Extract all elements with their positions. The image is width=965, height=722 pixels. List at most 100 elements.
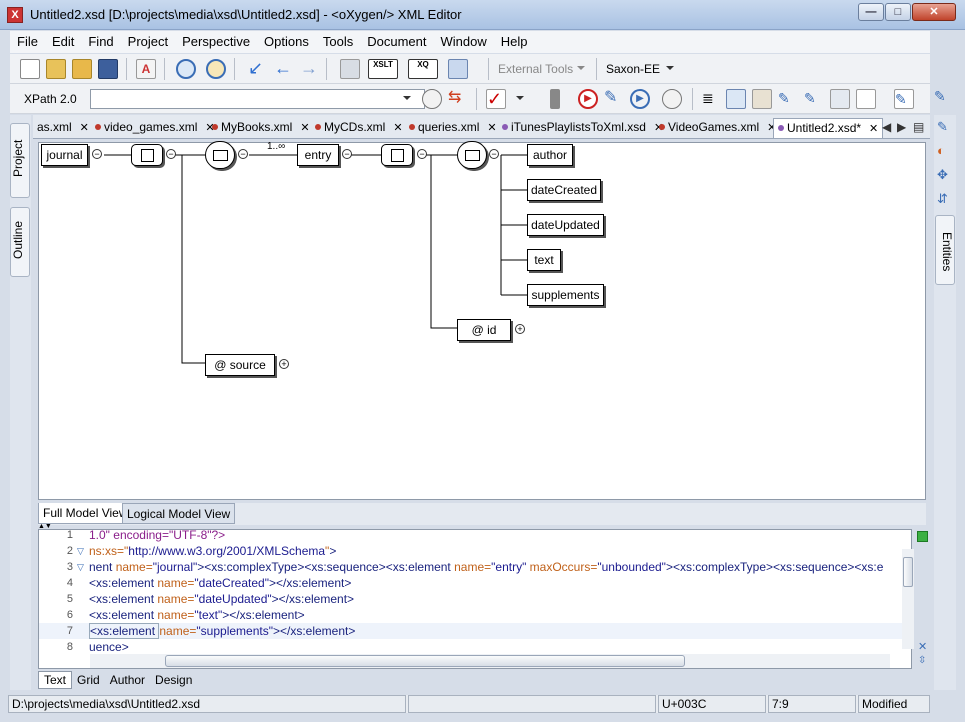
collapse-icon[interactable]: − — [238, 149, 248, 159]
tool-b-icon[interactable]: ✎ — [804, 90, 816, 106]
minimize-button[interactable]: — — [858, 3, 884, 21]
find-in-files-icon[interactable] — [206, 59, 226, 79]
splitter-handle-icon[interactable]: ▲▼ — [38, 523, 52, 530]
tab-design-mode[interactable]: Design — [155, 673, 193, 687]
editor-vertical-scrollbar[interactable] — [902, 549, 914, 649]
menu-find[interactable]: Find — [88, 34, 114, 49]
element-dateupdated[interactable]: dateUpdated — [527, 214, 604, 236]
new-file-icon[interactable] — [20, 59, 40, 79]
fold-icon[interactable]: ▽ — [77, 546, 84, 556]
collapse-icon[interactable]: − — [417, 149, 427, 159]
editor-horizontal-scrollbar[interactable] — [90, 654, 890, 668]
close-search-icon[interactable]: ✕ — [918, 641, 928, 653]
element-supplements[interactable]: supplements — [527, 284, 604, 306]
tab-file[interactable]: queries.xml✕ — [405, 118, 501, 138]
find-icon[interactable] — [176, 59, 196, 79]
fold-icon[interactable]: ▽ — [77, 562, 84, 572]
spellcheck-icon[interactable]: A — [136, 59, 156, 79]
element-entry[interactable]: entry — [297, 144, 339, 166]
sequence-compositor-icon[interactable] — [457, 141, 487, 169]
attribute-id[interactable]: @ id — [457, 319, 511, 341]
table-icon[interactable] — [340, 59, 360, 79]
close-tab-icon[interactable]: ✕ — [300, 122, 310, 134]
tool-d-icon[interactable] — [856, 89, 876, 109]
sequence-compositor-icon[interactable] — [205, 141, 235, 169]
tab-logical-model-view[interactable]: Logical Model View — [122, 503, 236, 524]
complex-type-icon[interactable] — [131, 144, 163, 166]
hscroll-thumb[interactable] — [165, 655, 685, 667]
format-icon[interactable] — [726, 89, 746, 109]
element-journal[interactable]: journal — [41, 144, 88, 166]
tab-author-mode[interactable]: Author — [109, 673, 146, 687]
tab-file[interactable]: iTunesPlaylistsToXml.xsd✕ — [498, 118, 667, 138]
open-folder-icon[interactable] — [46, 59, 66, 79]
xpath-settings-icon[interactable] — [422, 89, 442, 109]
close-tab-icon[interactable]: ✕ — [869, 123, 879, 135]
right-tool-2-icon[interactable]: ◐ — [937, 143, 945, 158]
outline-tab[interactable]: Outline — [10, 207, 30, 277]
close-tab-icon[interactable]: ✕ — [393, 122, 403, 134]
menu-edit[interactable]: Edit — [51, 34, 75, 49]
tab-scroll-left-icon[interactable]: ◀ — [882, 120, 892, 134]
menu-help[interactable]: Help — [500, 34, 528, 49]
tab-file[interactable]: MyBooks.xml✕ — [208, 118, 314, 138]
transformer-label[interactable]: Saxon-EE — [606, 62, 661, 76]
attribute-source[interactable]: @ source — [205, 354, 275, 376]
xslt-debugger-icon[interactable]: XSLT — [368, 59, 398, 79]
complex-type-icon[interactable] — [381, 144, 413, 166]
right-tool-3-icon[interactable]: ✥ — [937, 167, 948, 182]
collapse-icon[interactable]: − — [92, 149, 102, 159]
xpath-input[interactable] — [90, 89, 425, 109]
collapse-icon[interactable]: − — [489, 149, 499, 159]
right-tool-1-icon[interactable]: ✎ — [937, 119, 948, 134]
tab-grid-mode[interactable]: Grid — [77, 673, 100, 687]
close-button[interactable]: ✕ — [912, 3, 956, 21]
transform-settings-icon[interactable] — [662, 89, 682, 109]
menu-file[interactable]: File — [17, 34, 38, 49]
xpath-version-label[interactable]: XPath 2.0 — [24, 92, 77, 106]
configure-transform-icon[interactable]: ✎ — [604, 89, 618, 106]
expand-icon[interactable]: + — [515, 324, 525, 334]
menu-window[interactable]: Window — [440, 34, 487, 49]
close-tab-icon[interactable]: ✕ — [487, 122, 497, 134]
xpath-dropdown-icon[interactable] — [403, 96, 411, 100]
maximize-button[interactable]: □ — [885, 3, 911, 21]
close-tab-icon[interactable]: ✕ — [767, 122, 777, 134]
save-icon[interactable] — [98, 59, 118, 79]
tool-a-icon[interactable]: ✎ — [778, 90, 790, 106]
tab-file[interactable]: MyCDs.xml✕ — [311, 118, 407, 138]
collapse-icon[interactable]: − — [342, 149, 352, 159]
tool-c-icon[interactable] — [830, 89, 850, 109]
close-tab-icon[interactable]: ✕ — [79, 122, 89, 134]
menu-project[interactable]: Project — [127, 34, 169, 49]
tab-scroll-right-icon[interactable]: ▶ — [897, 120, 907, 134]
nav-arrows-icon[interactable]: ⇳ — [918, 655, 927, 666]
element-text[interactable]: text — [527, 249, 561, 271]
oxygen-app-icon[interactable]: X — [7, 7, 23, 23]
element-datecreated[interactable]: dateCreated — [527, 179, 601, 201]
tab-file-active[interactable]: Untitled2.xsd*✕ — [773, 118, 884, 138]
schema-icon[interactable] — [448, 59, 468, 79]
open-url-icon[interactable] — [72, 59, 92, 79]
swap-icon[interactable]: ⇆ — [448, 89, 462, 106]
tab-file[interactable]: as.xml✕ — [37, 120, 89, 134]
tab-full-model-view[interactable]: Full Model View — [38, 503, 133, 524]
external-tools-label[interactable]: External Tools — [498, 62, 574, 76]
validate-dropdown-icon[interactable] — [516, 96, 524, 100]
close-tab-icon[interactable]: ✕ — [205, 122, 215, 134]
run-transform-icon[interactable]: ▶ — [578, 89, 598, 109]
tab-file[interactable]: VideoGames.xml✕ — [655, 118, 780, 138]
menu-document[interactable]: Document — [367, 34, 427, 49]
tree-icon[interactable] — [752, 89, 772, 109]
forward-arrow-icon[interactable]: → — [300, 58, 318, 78]
menu-options[interactable]: Options — [264, 34, 309, 49]
validate-icon[interactable]: ✓ — [486, 89, 506, 109]
expand-icon[interactable]: + — [279, 359, 289, 369]
menu-tools[interactable]: Tools — [322, 34, 354, 49]
arrow-down-left-icon[interactable]: ↙ — [248, 58, 264, 78]
project-tab[interactable]: Project — [10, 123, 30, 198]
external-tools-dropdown-icon[interactable] — [577, 66, 585, 70]
back-arrow-icon[interactable]: ← — [274, 58, 292, 78]
pin-icon[interactable]: ✎ — [934, 88, 946, 104]
